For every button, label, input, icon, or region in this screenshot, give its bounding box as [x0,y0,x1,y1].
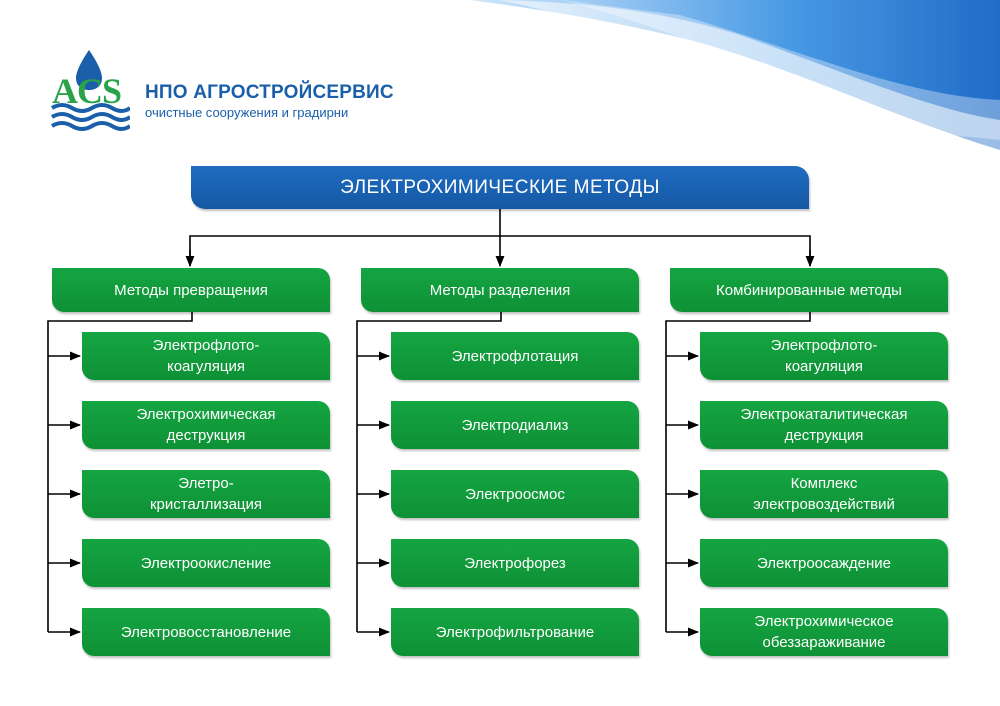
method-box: Электродиализ [391,401,639,449]
method-box: Комплекс электровоздействий [700,470,948,518]
header-wave-decoration [470,0,1000,152]
method-box: Электроосаждение [700,539,948,587]
method-box: Электрофлото- коагуляция [700,332,948,380]
method-label: Электродиализ [461,416,569,434]
method-label: Элетро- кристаллизация [149,475,263,513]
method-box: Электроосмос [391,470,639,518]
method-label: Электрокаталитическая деструкция [740,406,908,444]
column-header-label: Методы разделения [429,281,571,299]
column-header-3: Комбинированные методы [670,268,948,312]
method-box: Электрофорез [391,539,639,587]
column-header-label: Комбинированные методы [716,281,902,299]
method-label: Электрофильтрование [435,623,595,641]
column-header-2: Методы разделения [361,268,639,312]
diagram-title: ЭЛЕКТРОХИМИЧЕСКИЕ МЕТОДЫ [191,166,809,209]
column-header-label: Методы превращения [114,281,268,299]
company-name: НПО АГРОСТРОЙСЕРВИС [145,82,394,103]
method-label: Электрохимическое обеззараживание [754,613,894,651]
method-box: Электровосстановление [82,608,330,656]
method-box: Электрофильтрование [391,608,639,656]
method-box: Элетро- кристаллизация [82,470,330,518]
method-label: Комплекс электровоздействий [753,475,895,513]
method-label: Электрофлото- коагуляция [770,337,878,375]
method-box: Электрокаталитическая деструкция [700,401,948,449]
acs-logo-icon [50,50,130,131]
method-label: Электроосмос [465,485,565,503]
method-label: Электрофлотация [451,347,579,365]
column-header-1: Методы превращения [52,268,330,312]
method-label: Электроосаждение [757,554,891,572]
company-tagline: очистные сооружения и градирни [145,105,349,120]
method-label: Электровосстановление [120,623,292,641]
method-label: Электрофорез [464,554,566,572]
method-box: Электрофлотация [391,332,639,380]
method-label: Электрохимическая деструкция [136,406,276,444]
logo-letters: ACS [52,71,122,111]
method-box: Электрохимическая деструкция [82,401,330,449]
method-label: Электроокисление [140,554,272,572]
method-label: Электрофлото- коагуляция [152,337,260,375]
method-box: Электрохимическое обеззараживание [700,608,948,656]
method-box: Электрофлото- коагуляция [82,332,330,380]
method-box: Электроокисление [82,539,330,587]
